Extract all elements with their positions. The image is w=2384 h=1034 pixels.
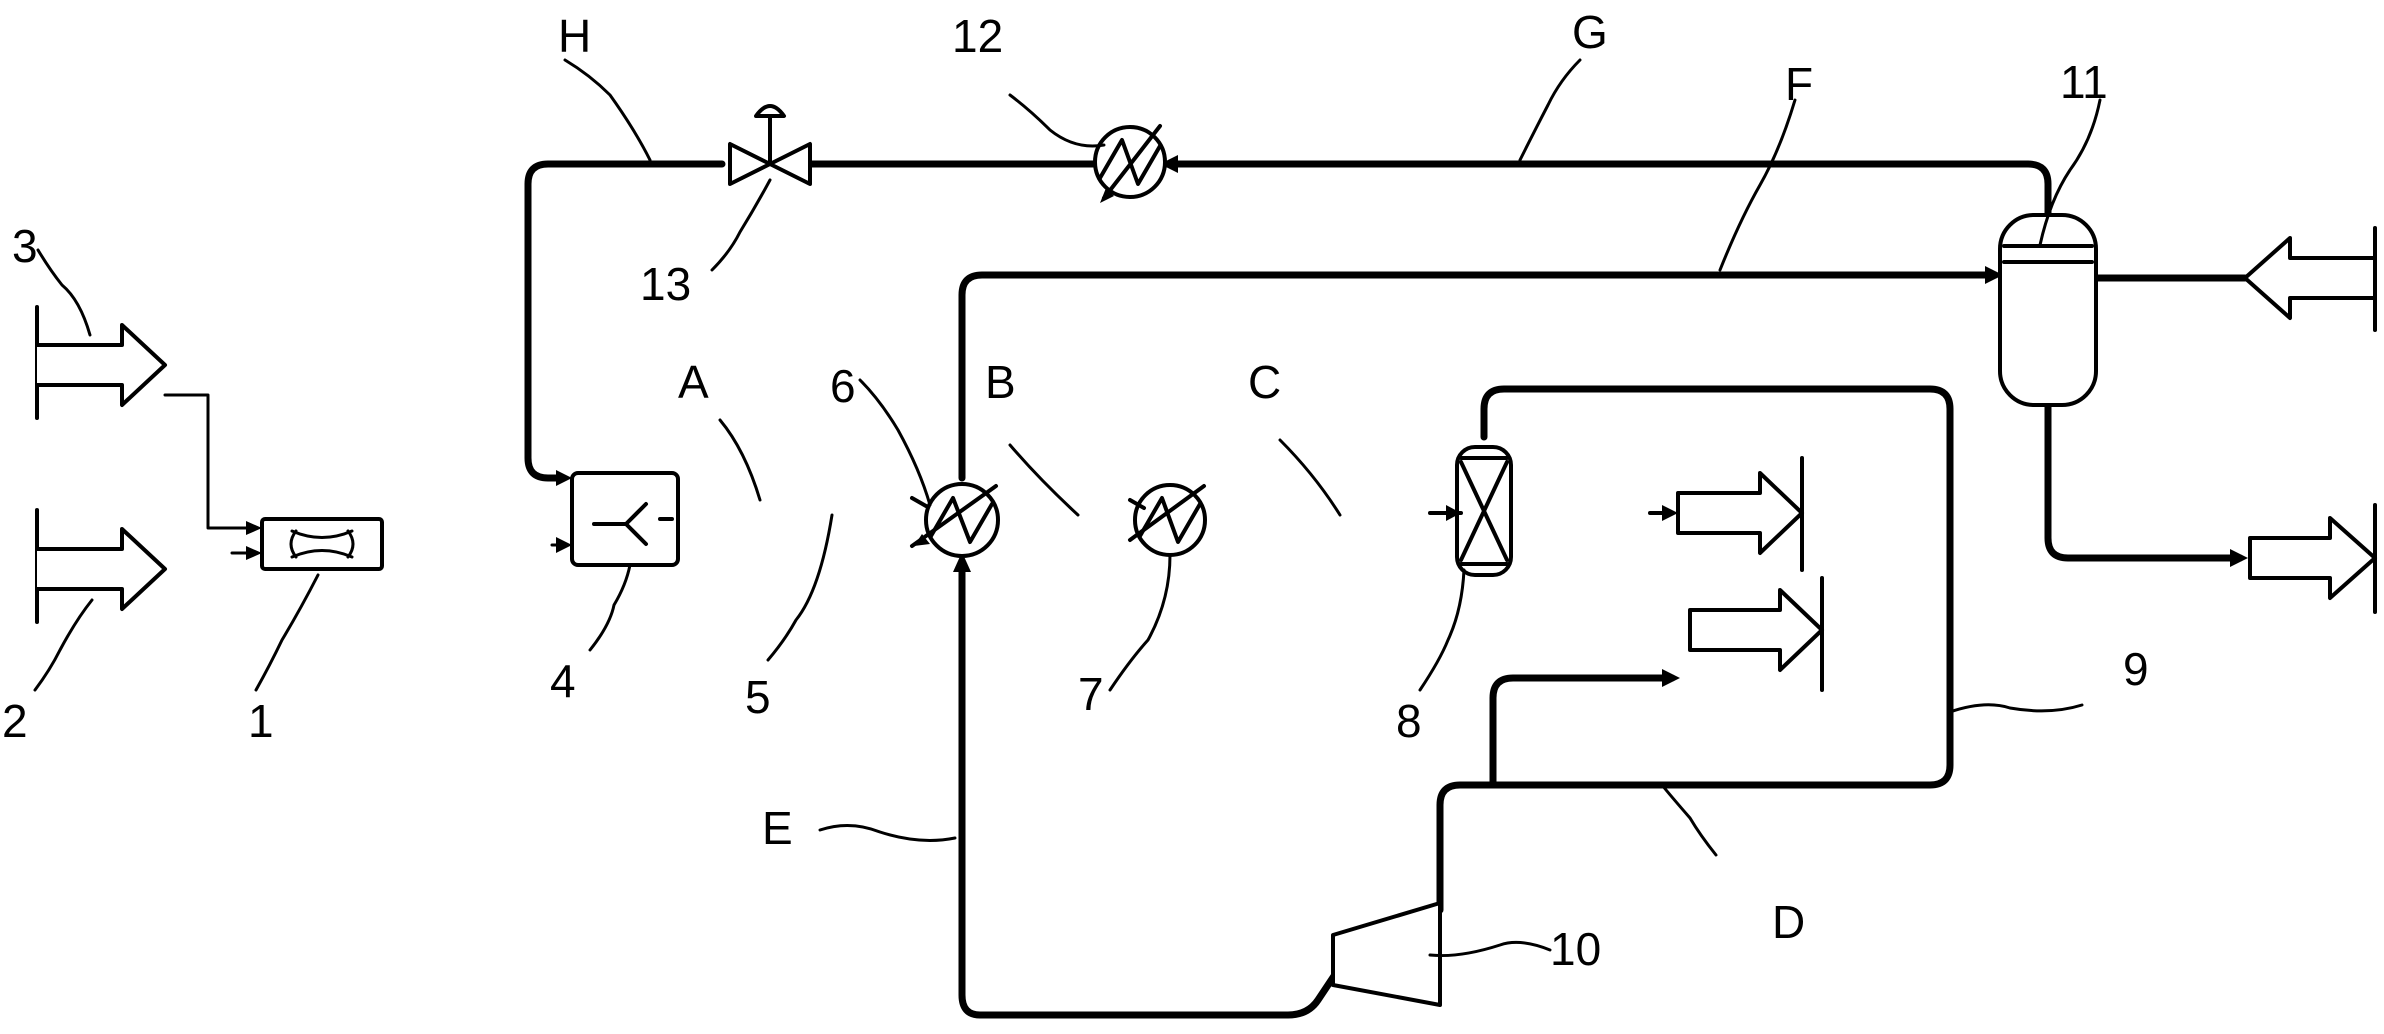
heat-exchanger-12 — [1093, 124, 1167, 203]
arrow-g-into-heater — [1160, 155, 1178, 173]
label-4: 4 — [550, 655, 576, 707]
label-c: C — [1248, 356, 1281, 408]
product-arrow-vessel — [1648, 456, 1804, 572]
heat-exchanger-6 — [910, 482, 1000, 558]
label-3: 3 — [12, 220, 38, 272]
feed-to-mixer-line — [163, 393, 254, 530]
arrow-into-product-outlet — [2230, 549, 2248, 567]
label-e: E — [762, 802, 793, 854]
separator-column-11 — [1998, 213, 2098, 407]
separator-bottom-line — [2044, 401, 2244, 562]
turbine-10 — [1331, 901, 1442, 1007]
vessel-8 — [1428, 445, 1513, 577]
stream-f-line — [958, 271, 1999, 482]
arrow-into-reactor — [556, 470, 572, 486]
arrow-f-into-separator — [1985, 266, 2003, 284]
control-valve-13 — [728, 104, 812, 186]
arrow-d-branch — [1662, 669, 1680, 687]
label-12: 12 — [952, 10, 1003, 62]
label-b: B — [985, 356, 1016, 408]
label-10: 10 — [1550, 923, 1601, 975]
label-11: 11 — [2060, 56, 2108, 108]
product-arrow-d-branch — [1688, 576, 1824, 692]
feed-arrow-2 — [35, 508, 167, 624]
stream-d-branch-line — [1489, 674, 1676, 789]
reactor-block-4 — [556, 471, 680, 567]
label-5: 5 — [745, 671, 771, 723]
stream-h-line — [524, 160, 726, 482]
leader-lines — [33, 58, 2102, 958]
label-1: 1 — [248, 695, 274, 747]
label-13: 13 — [640, 258, 691, 310]
label-a: A — [678, 356, 709, 408]
feed-arrow-3 — [35, 305, 167, 420]
arrow-e-into-exchanger — [953, 552, 971, 572]
heat-exchanger-7 — [1128, 483, 1207, 557]
stream-e-line — [958, 558, 1342, 1019]
label-h: H — [558, 10, 591, 62]
label-9: 9 — [2123, 643, 2149, 695]
mixer-1 — [230, 517, 384, 571]
label-f: F — [1785, 58, 1813, 110]
feed-arrow-separator — [2243, 226, 2377, 332]
label-2: 2 — [2, 695, 28, 747]
label-d: D — [1772, 896, 1805, 948]
label-7: 7 — [1078, 668, 1104, 720]
label-6: 6 — [830, 360, 856, 412]
label-g: G — [1572, 6, 1608, 58]
label-8: 8 — [1396, 695, 1422, 747]
stream-g-line — [1161, 160, 2052, 219]
product-arrow-separator — [2248, 503, 2377, 614]
stream-9-line — [1436, 385, 1954, 914]
